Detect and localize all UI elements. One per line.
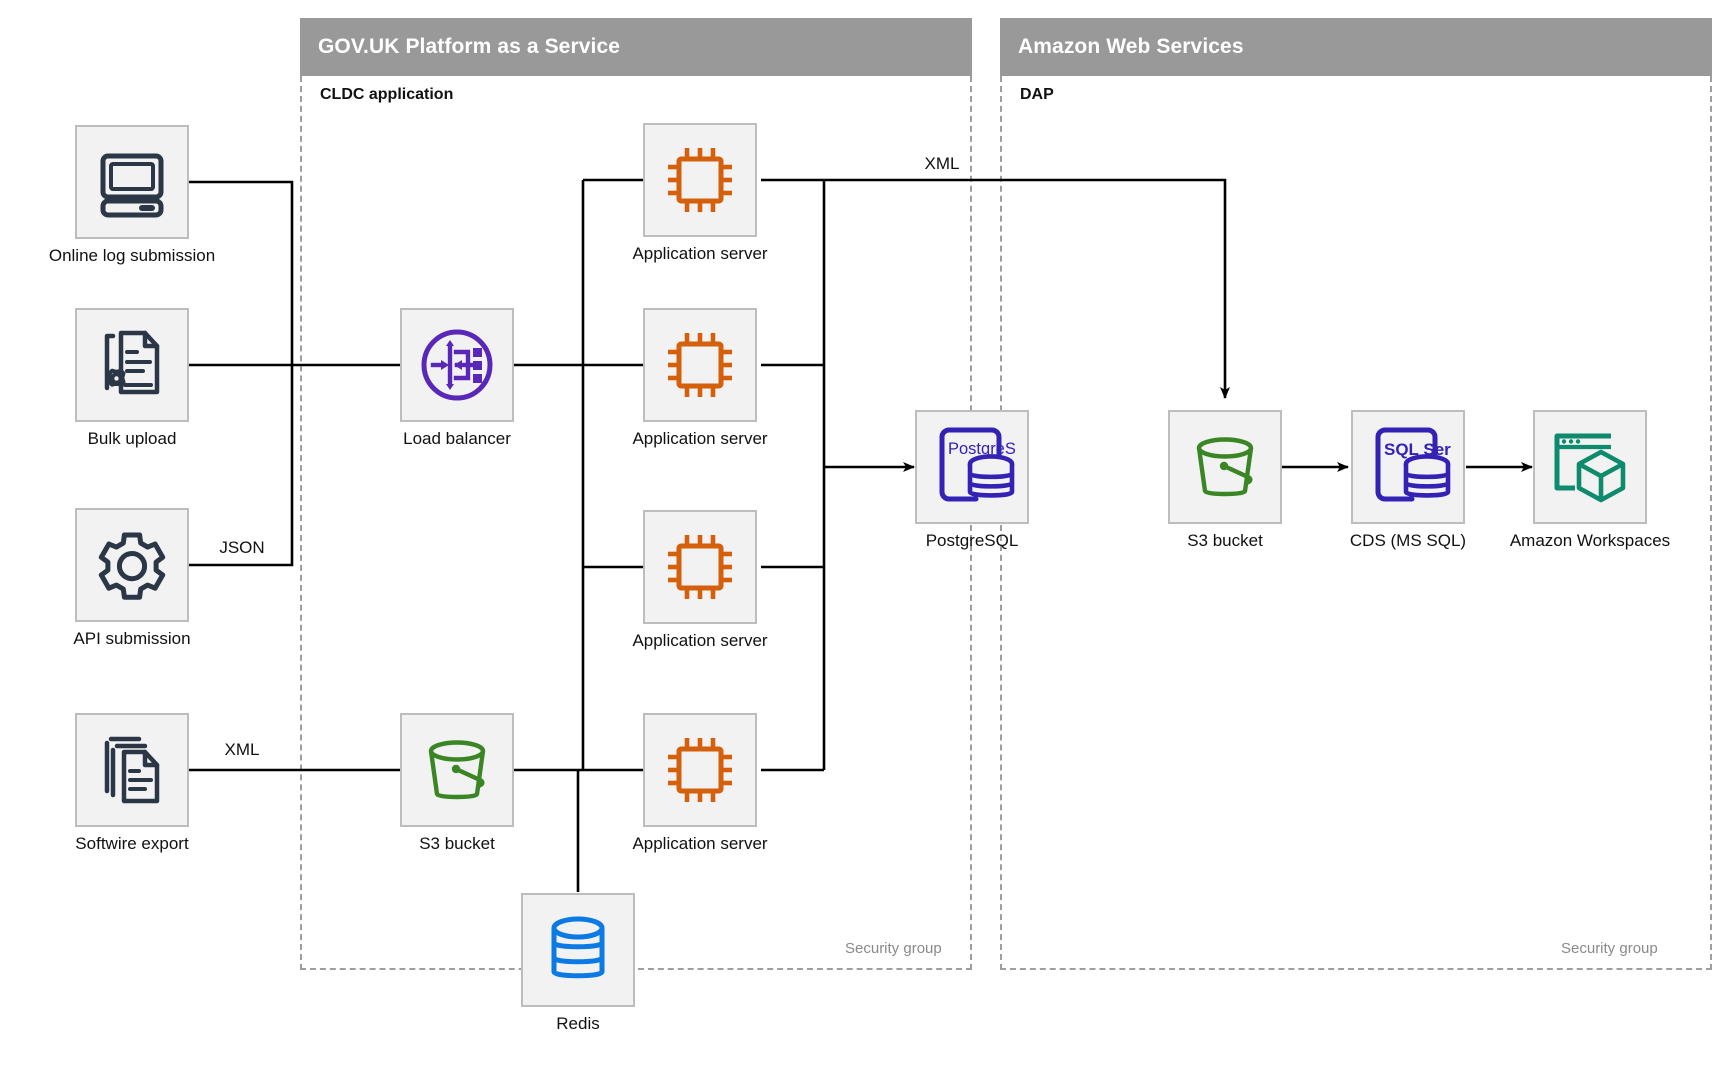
node-box [400,713,514,827]
node-box [75,508,189,622]
cpu-chip-icon [662,529,738,605]
node-box [521,893,635,1007]
node-box [1533,410,1647,524]
node-label: Application server [632,834,768,853]
group-sublabel-cldc: CLDC application [320,86,454,103]
group-title-paas: GOV.UK Platform as a Service [318,35,620,58]
node-label: Load balancer [403,429,511,448]
svg-text:PostgreSQL: PostgreSQL [948,440,1015,458]
node-box [643,713,757,827]
edge-label-xml-appserver: XML [919,154,965,174]
s3-bucket-icon [418,731,496,809]
group-sublabel-dap: DAP [1020,86,1054,103]
node-label: Application server [632,429,768,448]
cpu-chip-icon [662,327,738,403]
node-box [75,713,189,827]
node-label: CDS (MS SQL) [1349,531,1467,550]
group-header-aws: Amazon Web Services [1000,18,1712,76]
redis-database-icon [547,914,609,986]
node-box [1168,410,1282,524]
document-gear-icon [95,328,169,402]
svg-text:SQL Server: SQL Server [1384,440,1451,459]
node-label: Amazon Workspaces [1509,531,1671,550]
group-footnote-aws: Security group [1561,940,1658,957]
postgresql-icon: PostgreSQL [929,426,1015,508]
sql-server-icon: SQL Server [1365,426,1451,508]
group-title-aws: Amazon Web Services [1018,35,1244,58]
node-label: S3 bucket [419,834,495,853]
group-footnote-paas: Security group [845,940,942,957]
node-label: Application server [632,631,768,650]
node-box [75,308,189,422]
edge-label-xml-softwire: XML [219,740,265,760]
node-label: Bulk upload [87,429,177,448]
group-header-paas: GOV.UK Platform as a Service [300,18,972,76]
cpu-chip-icon [662,142,738,218]
node-label: Redis [556,1014,600,1033]
node-label: S3 bucket [1187,531,1263,550]
load-balancer-icon [416,324,498,406]
cpu-chip-icon [662,732,738,808]
node-label: Online log submission [48,246,216,265]
desktop-computer-icon [95,145,169,219]
node-box: SQL Server [1351,410,1465,524]
node-label: Softwire export [75,834,189,853]
node-box [400,308,514,422]
node-label: PostgreSQL [925,531,1019,550]
s3-bucket-icon [1186,428,1264,506]
stacked-documents-icon [95,733,169,807]
node-label: API submission [73,629,191,648]
node-box [75,125,189,239]
node-box [643,510,757,624]
amazon-workspaces-icon [1549,428,1631,506]
gear-icon [94,527,170,603]
node-box [643,308,757,422]
node-box [643,123,757,237]
edge-label-json: JSON [214,538,270,558]
node-label: Application server [632,244,768,263]
node-box: PostgreSQL [915,410,1029,524]
